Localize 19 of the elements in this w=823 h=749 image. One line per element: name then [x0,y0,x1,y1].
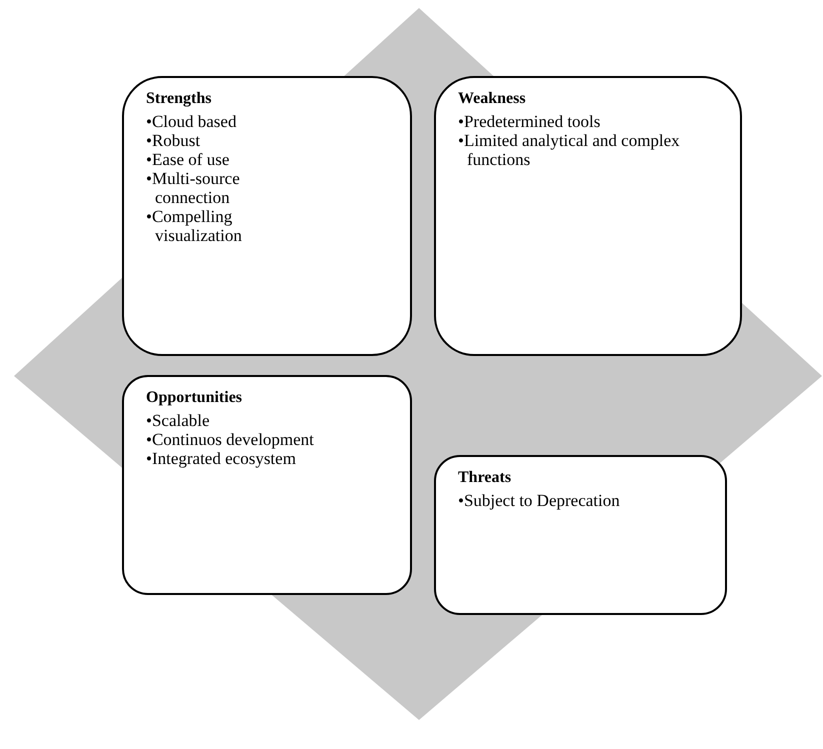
bullet-item: •Ease of use [146,150,230,169]
swot-box [434,455,727,615]
box-heading: Opportunities [146,389,242,407]
box-heading: Threats [458,469,512,487]
swot-box [122,76,412,356]
bullet-item: •Multi-source connection [146,169,241,207]
bullet-item: •Continuos development [146,430,315,449]
bullet-item: •Cloud based [146,112,238,131]
bullet-item: •Subject to Deprecation [458,491,621,510]
bullet-item: •Compelling visualization [146,207,243,245]
bullet-item: •Limited analytical and complex functions [458,131,681,169]
bullet-item: •Robust [146,131,202,150]
bullet-item: •Predetermined tools [458,112,602,131]
swot-box [434,76,742,356]
box-heading: Weakness [458,90,526,108]
swot-box [122,375,412,595]
box-heading: Strengths [146,90,212,108]
bullet-item: •Integrated ecosystem [146,449,297,468]
bullet-item: •Scalable [146,411,211,430]
